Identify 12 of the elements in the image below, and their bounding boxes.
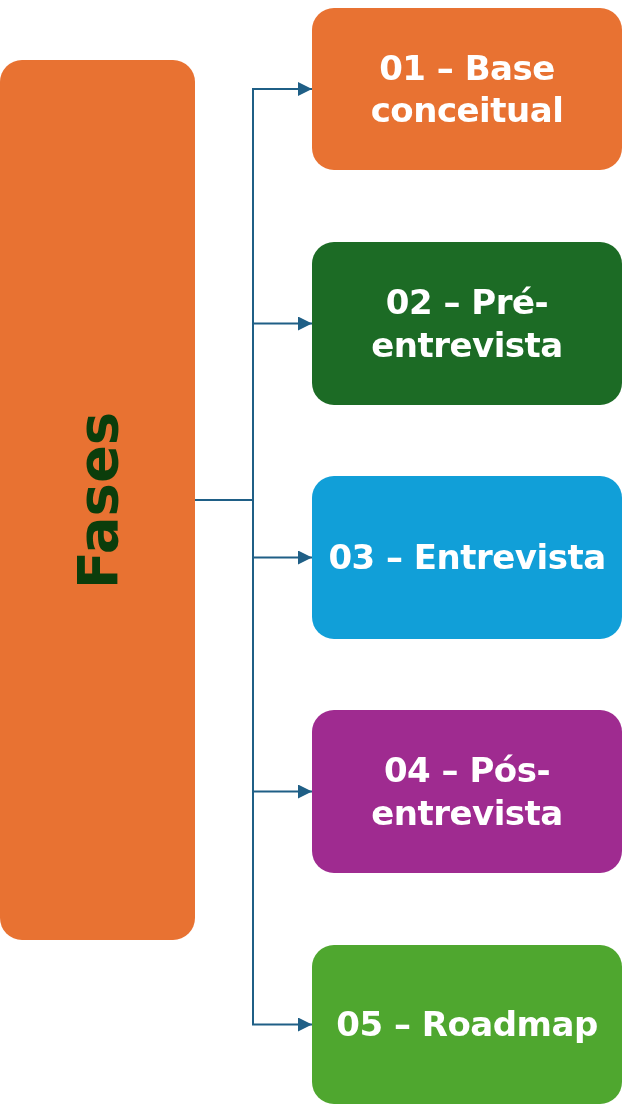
phase-label: 01 – Base conceitual — [369, 46, 565, 132]
phase-group-box — [0, 60, 195, 940]
phase-label: 02 – Pré-entrevista — [370, 281, 564, 366]
phase-box — [312, 945, 622, 1104]
phase-box — [312, 8, 622, 170]
phase-box — [312, 476, 622, 639]
phase-box — [312, 710, 622, 873]
phase-label: 05 – Roadmap — [336, 1003, 598, 1046]
phase-label: 04 – Pós-entrevista — [370, 749, 564, 834]
phase-label: 03 – Entrevista — [328, 536, 606, 579]
phase-box — [312, 242, 622, 405]
group-title: Fases — [65, 411, 130, 589]
